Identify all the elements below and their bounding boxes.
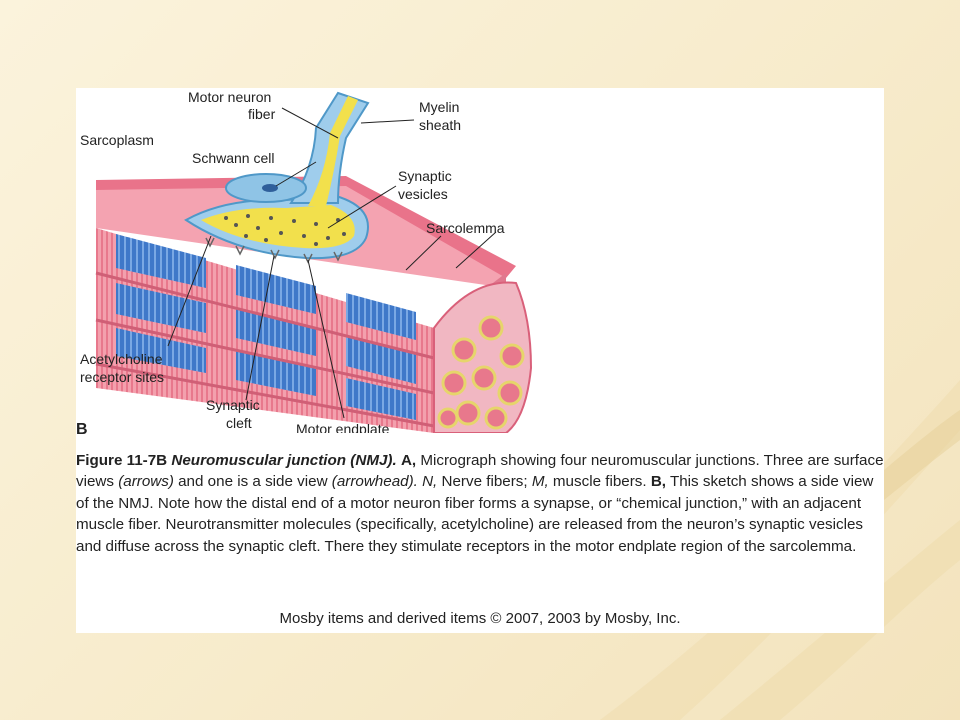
leader-lines bbox=[167, 107, 497, 419]
label-cleft-1: Synaptic bbox=[206, 397, 260, 413]
diagram-labels: Motor neuron fiber Myelin sheath Sarcopl… bbox=[80, 89, 505, 433]
label-synaptic-vesicles-2: vesicles bbox=[398, 186, 448, 202]
muscle-fiber bbox=[95, 176, 533, 433]
label-motor-neuron-1: Motor neuron bbox=[188, 89, 271, 105]
caption-arrows: (arrows) bbox=[118, 473, 174, 491]
label-motor-endplate: Motor endplate bbox=[296, 421, 390, 433]
caption-text-4: muscle fibers. bbox=[548, 473, 651, 491]
label-myelin-1: Myelin bbox=[419, 99, 459, 115]
label-myelin-2: sheath bbox=[419, 117, 461, 133]
label-schwann-cell: Schwann cell bbox=[192, 150, 275, 166]
label-sarcolemma: Sarcolemma bbox=[426, 220, 505, 236]
copyright-notice: Mosby items and derived items © 2007, 20… bbox=[279, 610, 681, 627]
figure-title: Neuromuscular junction (NMJ). bbox=[171, 452, 397, 469]
figure-caption: Figure 11-7B Neuromuscular junction (NMJ… bbox=[76, 450, 884, 557]
figure-card: Motor neuron fiber Myelin sheath Sarcopl… bbox=[76, 88, 884, 633]
panel-letter: B bbox=[76, 421, 88, 438]
label-cleft-2: cleft bbox=[226, 415, 252, 431]
axon-terminal bbox=[184, 194, 369, 264]
label-ach-1: Acetylcholine bbox=[80, 351, 163, 367]
label-sarcoplasm: Sarcoplasm bbox=[80, 132, 154, 148]
part-b-letter: B, bbox=[650, 473, 666, 491]
motor-neuron-fiber bbox=[225, 91, 370, 206]
caption-text-1: Micrograph showing four neuromuscular ju… bbox=[76, 452, 884, 491]
caption-text-5: This sketch shows a side view of the NMJ… bbox=[76, 473, 874, 555]
nmj-diagram: Motor neuron fiber Myelin sheath Sarcopl… bbox=[80, 89, 533, 433]
part-a-letter: A, bbox=[400, 452, 417, 469]
caption-text-2: and one is a side view bbox=[173, 473, 332, 491]
label-motor-neuron-2: fiber bbox=[248, 106, 276, 122]
caption-m: M, bbox=[531, 473, 549, 491]
label-ach-2: receptor sites bbox=[80, 369, 164, 385]
figure-label: Figure 11-7B bbox=[76, 452, 168, 469]
caption-text-3: Nerve fibers; bbox=[437, 473, 532, 491]
caption-arrowhead: (arrowhead). N, bbox=[331, 473, 438, 491]
label-synaptic-vesicles-1: Synaptic bbox=[398, 168, 452, 184]
